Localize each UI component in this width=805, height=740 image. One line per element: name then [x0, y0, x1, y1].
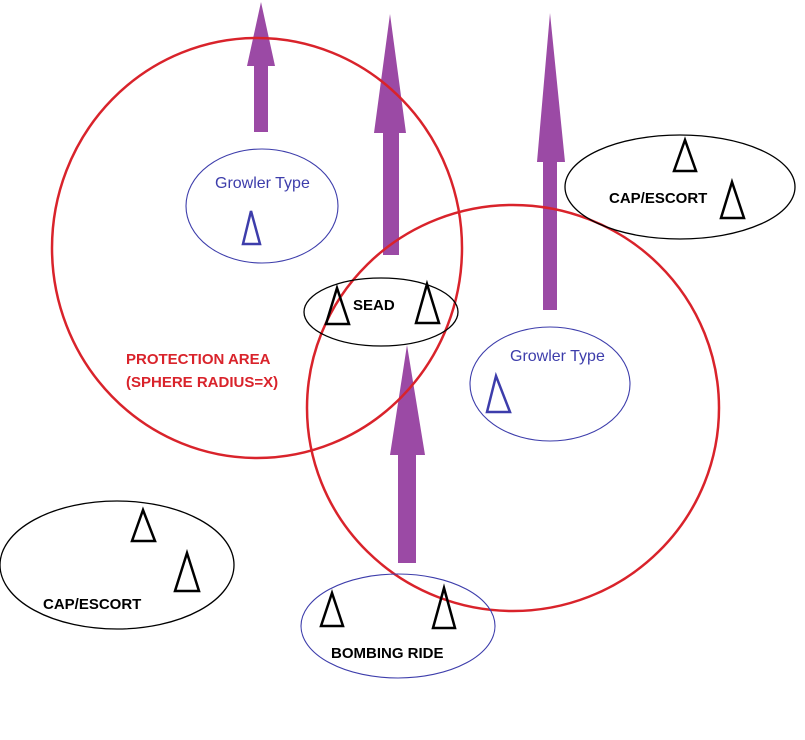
direction-arrows [247, 2, 565, 563]
triangle-aircraft-icon [414, 279, 441, 325]
growler-group-right [469, 326, 631, 442]
protection-area-circle-left [50, 36, 464, 460]
growler-group-left [185, 148, 339, 264]
cap-escort-group-right [564, 134, 796, 240]
triangle-aircraft-icon [672, 136, 698, 173]
triangle-aircraft-icon [173, 548, 201, 593]
protection-areas [50, 36, 721, 613]
cap-escort-label-right: CAP/ESCORT [609, 190, 707, 207]
triangle-aircraft-icon [719, 177, 746, 220]
triangle-aircraft-icon [130, 506, 157, 543]
up-arrow-icon [374, 14, 406, 255]
growler-type-label-right: Growler Type [510, 348, 605, 365]
up-arrow-icon [247, 2, 275, 132]
triangle-aircraft-icon [324, 283, 351, 326]
bombing-ride-group [300, 573, 496, 679]
group-outlines [0, 134, 796, 679]
sead-group [303, 277, 459, 347]
triangle-aircraft-icon [319, 589, 345, 628]
triangle-aircraft-icon [431, 583, 457, 630]
sead-label: SEAD [353, 297, 395, 314]
growler-type-label-left: Growler Type [215, 175, 310, 192]
up-arrow-icon [537, 13, 565, 310]
bombing-ride-label: BOMBING RIDE [331, 645, 444, 662]
labels: Growler Type Growler Type SEAD CAP/ESCOR… [43, 175, 707, 662]
aircraft [130, 136, 746, 630]
protection-area-radius-label: (SPHERE RADIUS=X) [126, 374, 278, 391]
cap-escort-label-left: CAP/ESCORT [43, 596, 141, 613]
cap-escort-group-left [0, 500, 235, 630]
protection-area-circle-right [305, 203, 721, 613]
triangle-aircraft-icon [485, 371, 512, 414]
protection-area-label: PROTECTION AREA [126, 351, 271, 368]
triangle-aircraft-icon [241, 210, 262, 246]
